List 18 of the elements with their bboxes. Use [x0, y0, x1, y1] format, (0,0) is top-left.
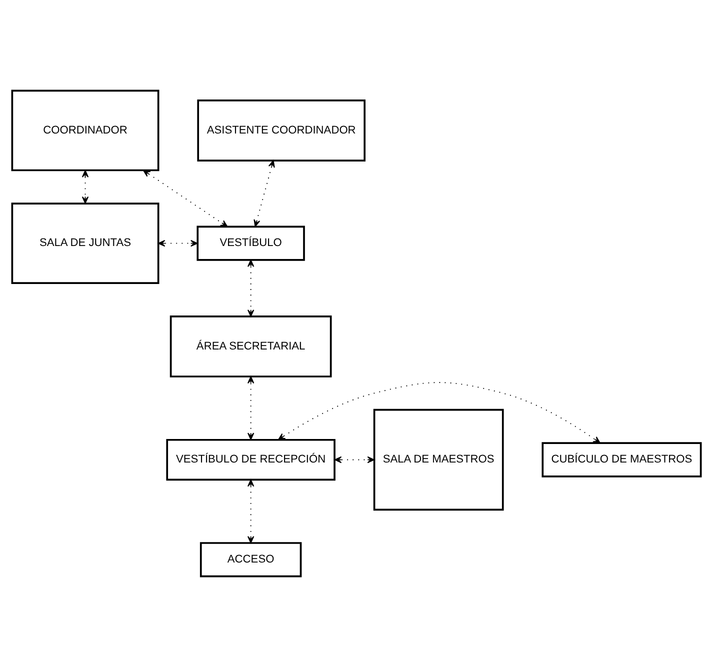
- arrow: [142, 169, 228, 227]
- arrow: [247, 478, 254, 543]
- node-box: SALA DE JUNTAS: [11, 202, 160, 284]
- arrow: [278, 382, 600, 443]
- node-box: COORDINADOR: [11, 89, 160, 171]
- node-box: ACCESO: [200, 542, 302, 577]
- arrow: [158, 239, 198, 246]
- arrow: [254, 160, 275, 226]
- node-box: ÁREA SECRETARIAL: [170, 314, 332, 377]
- node-box: VESTÍBULO: [196, 225, 305, 260]
- arrow: [247, 259, 254, 316]
- arrow: [82, 170, 89, 204]
- node-box: ASISTENTE COORDINADOR: [197, 98, 366, 161]
- arrow: [334, 456, 375, 463]
- node-box: CUBÍCULO DE MAESTROS: [542, 442, 702, 477]
- node-box: VESTÍBULO DE RECEPCIÓN: [166, 438, 336, 480]
- arrow: [247, 376, 254, 440]
- node-box: SALA DE MAESTROS: [373, 408, 504, 510]
